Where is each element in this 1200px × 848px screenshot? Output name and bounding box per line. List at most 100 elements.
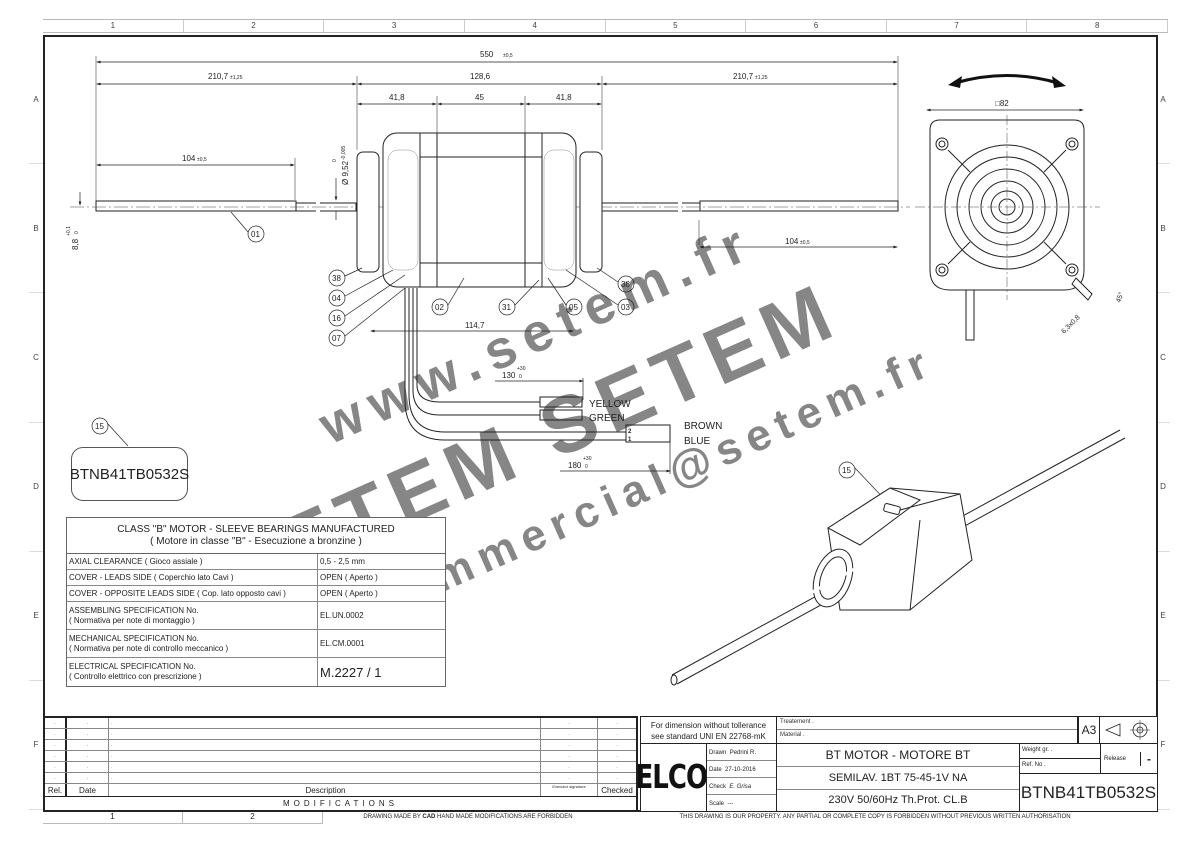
grid-row-c: C [29, 293, 43, 423]
dim-shaft-dia-tol-upper: 0 [332, 159, 338, 162]
grid-row-e: E [1156, 552, 1170, 681]
title-line-2: SEMILAV. 1BT 75-45-1V NA [777, 767, 1019, 790]
label-plate-text: BTNB41TB0532S [69, 465, 190, 483]
tolerance-note: For dimension without tollerance see sta… [640, 716, 777, 744]
company-logo: ELCO® [636, 743, 711, 812]
balloon-31: 31 [498, 279, 540, 316]
grid-col-2-bottom: 2 [183, 812, 323, 824]
ref-no-field: Ref. No . [1019, 758, 1101, 774]
checked-by: E. Grisa [729, 784, 752, 790]
svg-text:07: 07 [332, 334, 341, 343]
grid-col-6: 6 [746, 20, 887, 32]
grid-row-d: D [1156, 423, 1170, 552]
grid-row-f: F [29, 681, 43, 811]
grid-row-a: A [1156, 35, 1170, 165]
pin-1-label: 1 [628, 437, 632, 443]
col-checked: Checked [601, 786, 633, 795]
dim-overall-length: 550 [480, 50, 494, 59]
spec-value: EL.CM.0001 [320, 639, 365, 648]
dim-flat-right: 104 [785, 237, 799, 246]
svg-text:38: 38 [332, 274, 341, 283]
grid-row-c: C [1156, 293, 1170, 423]
weight-field: Weight gr. . [1019, 743, 1101, 759]
svg-text:01: 01 [251, 230, 260, 239]
svg-text:02: 02 [435, 303, 444, 312]
dim-left-shaft-tol: ±1,25 [230, 75, 243, 81]
balloon-07: 07 [328, 287, 406, 347]
grid-col-3: 3 [324, 20, 465, 32]
balloon-01: 01 [230, 211, 265, 243]
title-block: For dimension without tollerance see sta… [636, 716, 1158, 812]
drawing-title: BT MOTOR - MOTORE BT SEMILAV. 1BT 75-45-… [776, 743, 1020, 812]
spec-value: OPEN ( Aperto ) [320, 589, 378, 598]
drawing-frame [43, 35, 1158, 812]
grid-row-a: A [29, 35, 43, 165]
dim-lead-short: 130 [502, 371, 516, 380]
svg-text:16: 16 [332, 314, 341, 323]
col-executor-signature: Executor signature [541, 784, 598, 796]
rotation-arrow-left-head-icon [948, 76, 962, 88]
modification-row: ..... [45, 718, 636, 729]
dim-seg-left: 41,8 [389, 93, 405, 102]
svg-text:04: 04 [332, 294, 341, 303]
col-rel: Rel. [45, 784, 67, 796]
projection-symbol-icon [1099, 716, 1158, 744]
grid-col-2: 2 [184, 20, 325, 32]
pin-2-label: 2 [628, 429, 632, 435]
spec-key: COVER - LEADS SIDE ( Coperchio lato Cavi… [69, 572, 234, 582]
modification-row: ..... [45, 729, 636, 740]
dim-shaft-diameter: Ø 9,52 [341, 160, 350, 185]
spec-row: ASSEMBLING SPECIFICATION No.( Normativa … [67, 602, 445, 630]
dim-square-size: □82 [995, 99, 1009, 108]
label-plate: BTNB41TB0532S [69, 447, 190, 501]
spec-value: M.2227 / 1 [320, 664, 382, 680]
grid-col-8: 8 [1027, 20, 1168, 32]
svg-text:38: 38 [621, 280, 630, 289]
grid-row-f: F [1156, 681, 1170, 811]
grid-row-b: B [29, 164, 43, 294]
treatment-label: Treatement [780, 719, 811, 725]
dim-seg-mid: 45 [475, 93, 484, 102]
title-line-1: BT MOTOR - MOTORE BT [777, 744, 1019, 767]
balloon-04: 04 [328, 269, 394, 307]
grid-col-1-bottom: 1 [43, 812, 183, 824]
wire-green-label: GREEN [589, 413, 625, 424]
svg-text:15: 15 [95, 422, 104, 431]
dim-overall-tol: ±0,5 [503, 53, 513, 59]
rotation-arrow-right-head-icon [1052, 76, 1066, 88]
top-grid-ruler: 1 2 3 4 5 6 7 8 [43, 19, 1168, 33]
svg-text:15: 15 [842, 466, 851, 475]
spec-table-header: CLASS "B" MOTOR - SLEEVE BEARINGS MANUFA… [67, 518, 445, 554]
col-date: Date [67, 784, 109, 796]
modification-row: ..... [45, 751, 636, 762]
wire-brown-label: BROWN [684, 421, 722, 432]
treatment-material-box: Treatement . Material . [776, 716, 1078, 744]
dim-lead-long-tol-lower: 0 [585, 464, 588, 470]
material-label: Material [780, 732, 802, 738]
part-number: BTNB41TB0532S [1019, 773, 1158, 812]
dim-tab-size: 6,3x0,8 [1060, 314, 1081, 335]
modifications-table: ..... ..... ..... ..... ..... ..... Rel.… [45, 716, 638, 811]
spec-key: COVER - OPPOSITE LEADS SIDE ( Cop. lato … [69, 588, 286, 598]
dim-flat-height-tol-lower: 0 [74, 231, 80, 234]
spec-row: AXIAL CLEARANCE ( Gioco assiale ) 0,5 - … [67, 554, 445, 570]
spec-key: ASSEMBLING SPECIFICATION No. [69, 605, 199, 615]
balloon-15-iso: 15 [838, 461, 891, 506]
dim-body-length: 128,6 [470, 72, 491, 81]
dim-shaft-dia-tol-lower: -0,005 [341, 146, 347, 160]
dim-flat-height: 8,8 [71, 238, 80, 250]
dim-right-shaft-tol: ±1,25 [755, 75, 768, 81]
spec-table: CLASS "B" MOTOR - SLEEVE BEARINGS MANUFA… [66, 517, 446, 687]
wire-blue-label: BLUE [684, 436, 710, 447]
dim-lead-long-tol-upper: +30 [583, 456, 592, 462]
spec-row: COVER - LEADS SIDE ( Coperchio lato Cavi… [67, 570, 445, 586]
property-note: THIS DRAWING IS OUR PROPERTY. ANY PARTIA… [679, 814, 1071, 820]
balloon-03: 03 [565, 269, 635, 316]
rotation-arrow-icon [954, 74, 1059, 85]
spec-title: CLASS "B" MOTOR - SLEEVE BEARINGS MANUFA… [117, 524, 395, 535]
drawing-date: 27-10-2016 [725, 767, 756, 773]
spec-key-italian: ( Normativa per note di montaggio ) [69, 615, 195, 625]
release-field: Release - [1100, 743, 1158, 774]
